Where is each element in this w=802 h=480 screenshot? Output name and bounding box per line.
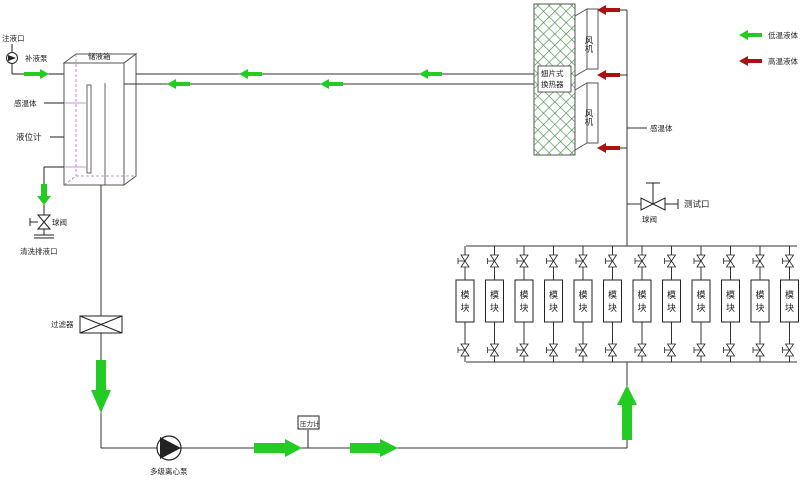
module-label-top: 模 <box>785 290 794 301</box>
module-label-bottom: 块 <box>785 302 794 314</box>
module-7: 模块 <box>632 246 652 362</box>
module-4: 模块 <box>544 246 563 362</box>
module-9: 模块 <box>691 246 711 362</box>
module-11: 模块 <box>750 246 770 362</box>
fill-port-label: 注液口 <box>2 33 25 43</box>
module-label-bottom: 块 <box>608 302 617 314</box>
filter-label: 过滤器 <box>51 319 74 329</box>
flow-arrow-return-4 <box>167 79 190 89</box>
ball-valve-left-label: 球阀 <box>52 217 67 227</box>
flow-arrow-return-2 <box>239 69 262 79</box>
module-label-bottom: 块 <box>755 302 764 314</box>
module-label-bottom: 块 <box>667 302 676 314</box>
pipes <box>100 9 797 449</box>
pressure-gauge-label: 压力计 <box>300 419 320 428</box>
temp-sensor-left-label: 感温体 <box>14 98 37 108</box>
legend-low-temp-label: 低温液体 <box>768 30 798 40</box>
module-label-top: 模 <box>519 290 528 301</box>
legend-high-temp-label: 高温液体 <box>768 56 798 66</box>
main-pump-label: 多级离心泵 <box>150 466 188 476</box>
legend: 低温液体 高温液体 <box>739 30 798 66</box>
flow-arrow-makeup <box>24 69 49 79</box>
module-label-bottom: 块 <box>726 302 735 314</box>
module-label-top: 模 <box>696 290 705 301</box>
module-label-top: 模 <box>726 290 735 301</box>
makeup-pump-label: 补液泵 <box>25 53 48 63</box>
module-label-top: 模 <box>667 290 676 301</box>
flow-arrow-hot-2 <box>597 70 620 80</box>
flow-arrow-return-3 <box>320 79 343 89</box>
module-label-bottom: 块 <box>578 302 587 314</box>
flow-arrows <box>24 5 637 457</box>
pressure-gauge: 压力计 <box>297 415 320 448</box>
drain-port-label: 清洗排液口 <box>20 246 58 256</box>
fan-bottom <box>574 82 599 151</box>
module-10: 模块 <box>721 246 740 362</box>
drain-line: 球阀 清洗排液口 <box>20 167 67 256</box>
fan-top-label: 风机 <box>583 36 593 54</box>
module-label-bottom: 块 <box>490 302 499 314</box>
flow-arrow-hot-1 <box>597 5 620 15</box>
heat-exchanger-label-2: 换热器 <box>541 79 564 89</box>
test-port-valve <box>640 182 679 211</box>
flow-arrow-hot-3 <box>597 143 620 153</box>
ball-valve-right-label: 球阀 <box>642 214 657 224</box>
module-label-bottom: 块 <box>637 302 646 314</box>
heat-exchanger: 翅片式 换热器 <box>533 3 576 156</box>
legend-low-temp-swatch <box>739 30 762 40</box>
module-label-top: 模 <box>755 290 764 301</box>
tank-label: 储液箱 <box>88 51 111 61</box>
module-label-top: 模 <box>578 290 587 301</box>
flow-arrow-bottom-1 <box>254 439 302 457</box>
test-port-label: 测试口 <box>684 199 710 210</box>
module-2: 模块 <box>485 246 504 362</box>
flow-arrow-return-1 <box>419 69 442 79</box>
main-pump-icon <box>156 435 182 461</box>
temp-sensor-right-label: 感温体 <box>650 123 673 133</box>
module-8: 模块 <box>662 246 681 362</box>
module-label-top: 模 <box>460 290 469 301</box>
module-label-top: 模 <box>608 290 617 301</box>
fan-top <box>574 8 599 77</box>
module-label-top: 模 <box>637 290 646 301</box>
flow-arrow-up <box>617 385 637 440</box>
module-5: 模块 <box>573 246 593 362</box>
filter <box>79 315 123 334</box>
legend-high-temp-swatch <box>739 56 762 66</box>
flow-arrow-filter-down <box>91 360 111 413</box>
level-gauge-label: 液位计 <box>16 132 42 143</box>
module-3: 模块 <box>514 246 534 362</box>
module-label-top: 模 <box>490 290 499 301</box>
heat-exchanger-label-1: 翅片式 <box>541 68 564 78</box>
fill-port-group: 注液口 补液泵 <box>2 33 64 75</box>
module-label-bottom: 块 <box>519 302 528 314</box>
module-label-bottom: 块 <box>549 302 558 314</box>
module-12: 模块 <box>780 246 799 362</box>
module-1: 模块 <box>455 246 475 362</box>
module-label-top: 模 <box>549 290 558 301</box>
flow-arrow-drain <box>37 184 51 205</box>
module-label-bottom: 块 <box>696 302 705 314</box>
flow-arrow-bottom-2 <box>350 439 398 457</box>
storage-tank: 储液箱 <box>62 51 138 186</box>
module-6: 模块 <box>603 246 622 362</box>
module-label-bottom: 块 <box>460 302 469 314</box>
fan-bottom-label: 风机 <box>583 109 593 127</box>
